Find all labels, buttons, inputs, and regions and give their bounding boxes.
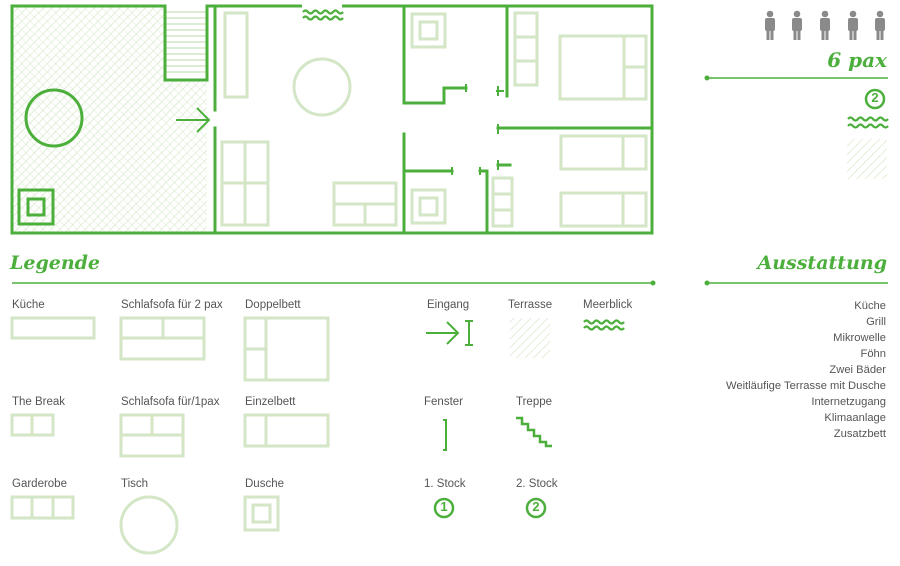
legend-sea-view-symbol — [582, 319, 626, 331]
terrace-table — [24, 88, 84, 148]
legend-label-tisch: Tisch — [121, 478, 149, 490]
legend-terrace-symbol — [510, 318, 550, 358]
legend-label-stock1: 1. Stock — [424, 478, 466, 490]
sea-view-icon — [846, 116, 890, 129]
amenity-item: Föhn — [860, 348, 887, 360]
legend-label-dusche: Dusche — [245, 478, 284, 490]
floor-badge-number: 2 — [871, 90, 879, 105]
amenities-list: Küche Grill Mikrowelle Föhn Zwei Bäder W… — [726, 298, 886, 442]
legend-label-schlafsofa2: Schlafsofa für 2 pax — [121, 299, 223, 311]
legend-shower-symbol — [243, 495, 280, 532]
legend-badge-1-number: 1 — [440, 499, 448, 514]
floor-2-badge-circle — [864, 88, 886, 110]
stairs — [165, 6, 207, 80]
legend-label-fenster: Fenster — [424, 396, 463, 408]
legend-badge-2-number: 2 — [532, 499, 540, 514]
legend-window-symbol — [443, 419, 447, 451]
legend-label-doppelbett: Doppelbett — [245, 299, 301, 311]
sofa-bed-single — [220, 140, 270, 227]
wardrobe-2 — [491, 176, 514, 228]
legend-the-break-symbol — [10, 413, 55, 437]
shower-room-1 — [410, 12, 447, 49]
amenity-item: Klimaanlage — [824, 412, 886, 424]
shower-room-2 — [410, 188, 447, 225]
legend-label-einzelbett: Einzelbett — [245, 396, 296, 408]
legend-label-terrasse: Terrasse — [508, 299, 553, 311]
legend-label-the-break: The Break — [12, 396, 66, 408]
legend-stairs-symbol — [516, 416, 552, 448]
pax-count: 6 pax — [827, 48, 887, 72]
legend-label-eingang: Eingang — [427, 299, 470, 311]
amenity-item: Zusatzbett — [833, 428, 886, 440]
legend-double-bed-symbol — [243, 316, 330, 382]
legend-sofa1-symbol — [119, 413, 185, 458]
single-bed-1 — [559, 134, 648, 171]
legend-single-bed-symbol — [243, 413, 330, 448]
double-bed — [558, 34, 648, 101]
person-icons — [765, 10, 885, 40]
floor-plan — [10, 4, 654, 235]
legend-title: Legende — [10, 252, 101, 274]
legend-label-stock2: 2. Stock — [516, 478, 558, 490]
amenity-item: Zwei Bäder — [829, 364, 886, 376]
entrance-arrow — [176, 107, 211, 133]
table — [292, 57, 352, 117]
legend-label-garderobe: Garderobe — [12, 478, 67, 490]
kitchen — [223, 11, 249, 99]
floor-2-legend-badge-circle — [525, 497, 547, 519]
amenity-item: Weitläufige Terrasse mit Dusche — [725, 380, 886, 392]
amenity-item: Küche — [854, 300, 886, 312]
legend-label-treppe: Treppe — [516, 396, 553, 408]
single-bed-2 — [559, 191, 648, 228]
floor-1-badge-circle — [433, 497, 455, 519]
terrace-swatch — [847, 139, 887, 179]
legend-label-kueche: Küche — [12, 299, 45, 311]
amenities-title: Ausstattung — [757, 252, 887, 274]
legend-label-meerblick: Meerblick — [583, 299, 633, 311]
legend-label-schlafsofa1: Schlafsofa für/1pax — [121, 396, 220, 408]
amenity-item: Grill — [866, 316, 886, 328]
wardrobe-1 — [513, 11, 539, 87]
legend-entrance-symbol — [426, 320, 473, 346]
legend-sofa2-symbol — [119, 316, 206, 361]
amenity-item: Internetzugang — [811, 396, 886, 408]
legend-wardrobe-symbol — [10, 495, 75, 520]
sofa-bed-double — [332, 181, 398, 227]
terrace-shower — [17, 188, 55, 226]
legend-kitchen-symbol — [10, 316, 96, 340]
legend-table-symbol — [119, 495, 179, 555]
amenity-item: Mikrowelle — [833, 332, 886, 344]
